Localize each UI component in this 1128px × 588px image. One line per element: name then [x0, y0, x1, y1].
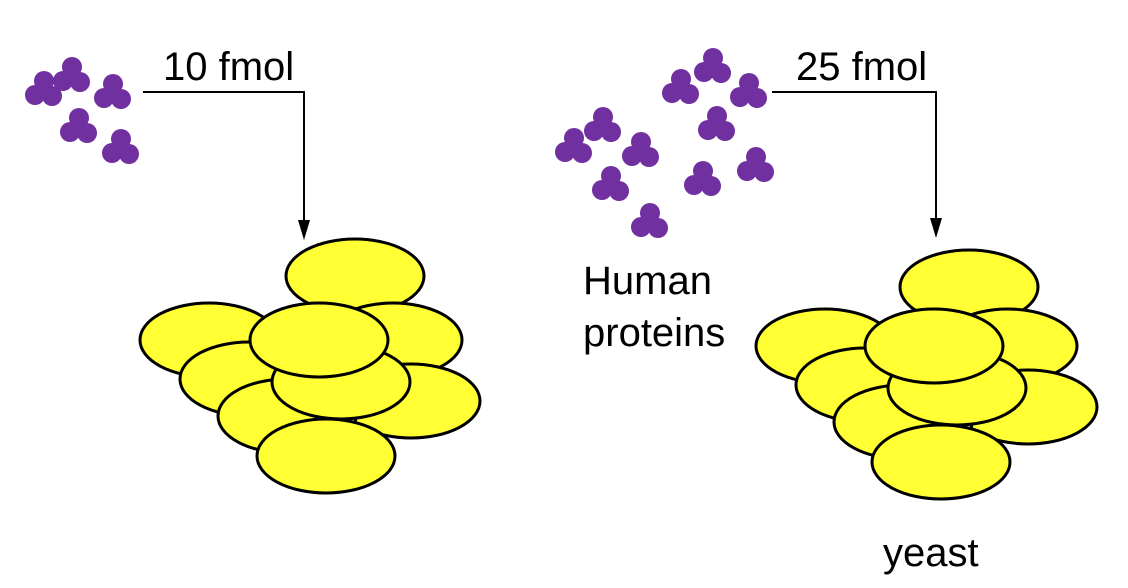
protein-cluster-icon — [53, 57, 90, 92]
protein-lobe — [77, 123, 97, 143]
protein-lobe — [747, 88, 767, 108]
right-amount-label: 25 fmol — [796, 45, 927, 89]
yeast-cell-icon — [870, 423, 1012, 501]
protein-lobe — [555, 142, 575, 162]
protein-cluster-icon — [584, 107, 621, 142]
protein-lobe — [53, 71, 73, 91]
protein-cluster-icon — [25, 71, 62, 106]
protein-lobe — [42, 86, 62, 106]
protein-lobe — [737, 161, 757, 181]
protein-lobe — [25, 85, 45, 105]
protein-cluster-icon — [662, 69, 699, 104]
yeast-cell-icon — [255, 417, 397, 495]
protein-lobe — [592, 180, 612, 200]
protein-cluster-icon — [60, 108, 97, 143]
human-proteins-label: Human proteins — [583, 259, 725, 355]
protein-lobe — [662, 83, 682, 103]
protein-lobe — [679, 84, 699, 104]
right-arrowhead-icon — [930, 218, 942, 238]
right-protein-group — [555, 48, 774, 238]
protein-cluster-icon — [730, 73, 767, 108]
human-proteins-line-2: proteins — [583, 311, 725, 355]
protein-cluster-icon — [592, 166, 629, 201]
protein-cluster-icon — [102, 129, 139, 164]
right-yeast-cluster — [754, 248, 1099, 501]
right-panel: 25 fmol Human proteins yeast — [555, 45, 1099, 575]
protein-cluster-icon — [631, 203, 668, 238]
protein-lobe — [94, 88, 114, 108]
protein-cluster-icon — [737, 147, 774, 182]
human-proteins-line-1: Human — [583, 259, 712, 303]
protein-lobe — [684, 175, 704, 195]
protein-cluster-icon — [694, 48, 731, 83]
protein-lobe — [715, 121, 735, 141]
protein-lobe — [102, 143, 122, 163]
protein-lobe — [584, 121, 604, 141]
protein-lobe — [711, 63, 731, 83]
protein-lobe — [622, 146, 642, 166]
protein-lobe — [60, 122, 80, 142]
protein-lobe — [119, 144, 139, 164]
protein-lobe — [631, 217, 651, 237]
yeast-cell-icon — [863, 307, 1005, 385]
left-arrow-line — [143, 91, 305, 222]
left-panel: 10 fmol — [25, 45, 482, 495]
protein-lobe — [111, 89, 131, 109]
protein-lobe — [648, 218, 668, 238]
protein-lobe — [572, 143, 592, 163]
protein-lobe — [694, 62, 714, 82]
protein-lobe — [701, 176, 721, 196]
protein-cluster-icon — [698, 106, 735, 141]
left-yeast-cluster — [138, 237, 482, 495]
protein-cluster-icon — [94, 74, 131, 109]
protein-cluster-icon — [684, 161, 721, 196]
protein-cluster-icon — [555, 128, 592, 163]
yeast-label: yeast — [883, 531, 979, 575]
left-amount-label: 10 fmol — [163, 45, 294, 89]
left-arrow — [143, 91, 310, 240]
protein-lobe — [730, 87, 750, 107]
protein-lobe — [70, 72, 90, 92]
left-protein-group — [25, 57, 139, 164]
right-arrow-line — [772, 91, 937, 220]
protein-lobe — [754, 162, 774, 182]
right-arrow — [772, 91, 942, 238]
left-arrowhead-icon — [298, 220, 310, 240]
protein-lobe — [639, 147, 659, 167]
yeast-cell-icon — [248, 301, 390, 379]
protein-lobe — [601, 122, 621, 142]
protein-lobe — [609, 181, 629, 201]
protein-cluster-icon — [622, 132, 659, 167]
protein-lobe — [698, 120, 718, 140]
